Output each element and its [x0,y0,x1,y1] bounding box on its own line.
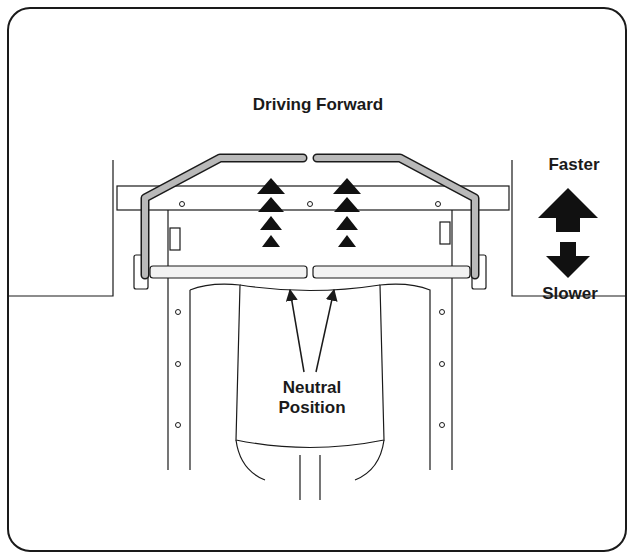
diagram-title: Driving Forward [253,95,383,115]
forward-arrows [257,178,361,247]
speed-label: Faster [548,155,599,175]
frame-border [8,8,626,551]
rivet-dots [173,202,448,428]
callout-label: Neutral Position [255,378,369,417]
lever-bracket [134,222,486,289]
speed-label: Slower [542,284,598,304]
paddle-lever [145,158,475,275]
speed-arrow [538,188,598,278]
leader-line [290,290,334,372]
neutral-bar [150,266,470,278]
chair-frame [9,160,625,500]
paddle-lever-outline [145,158,475,275]
